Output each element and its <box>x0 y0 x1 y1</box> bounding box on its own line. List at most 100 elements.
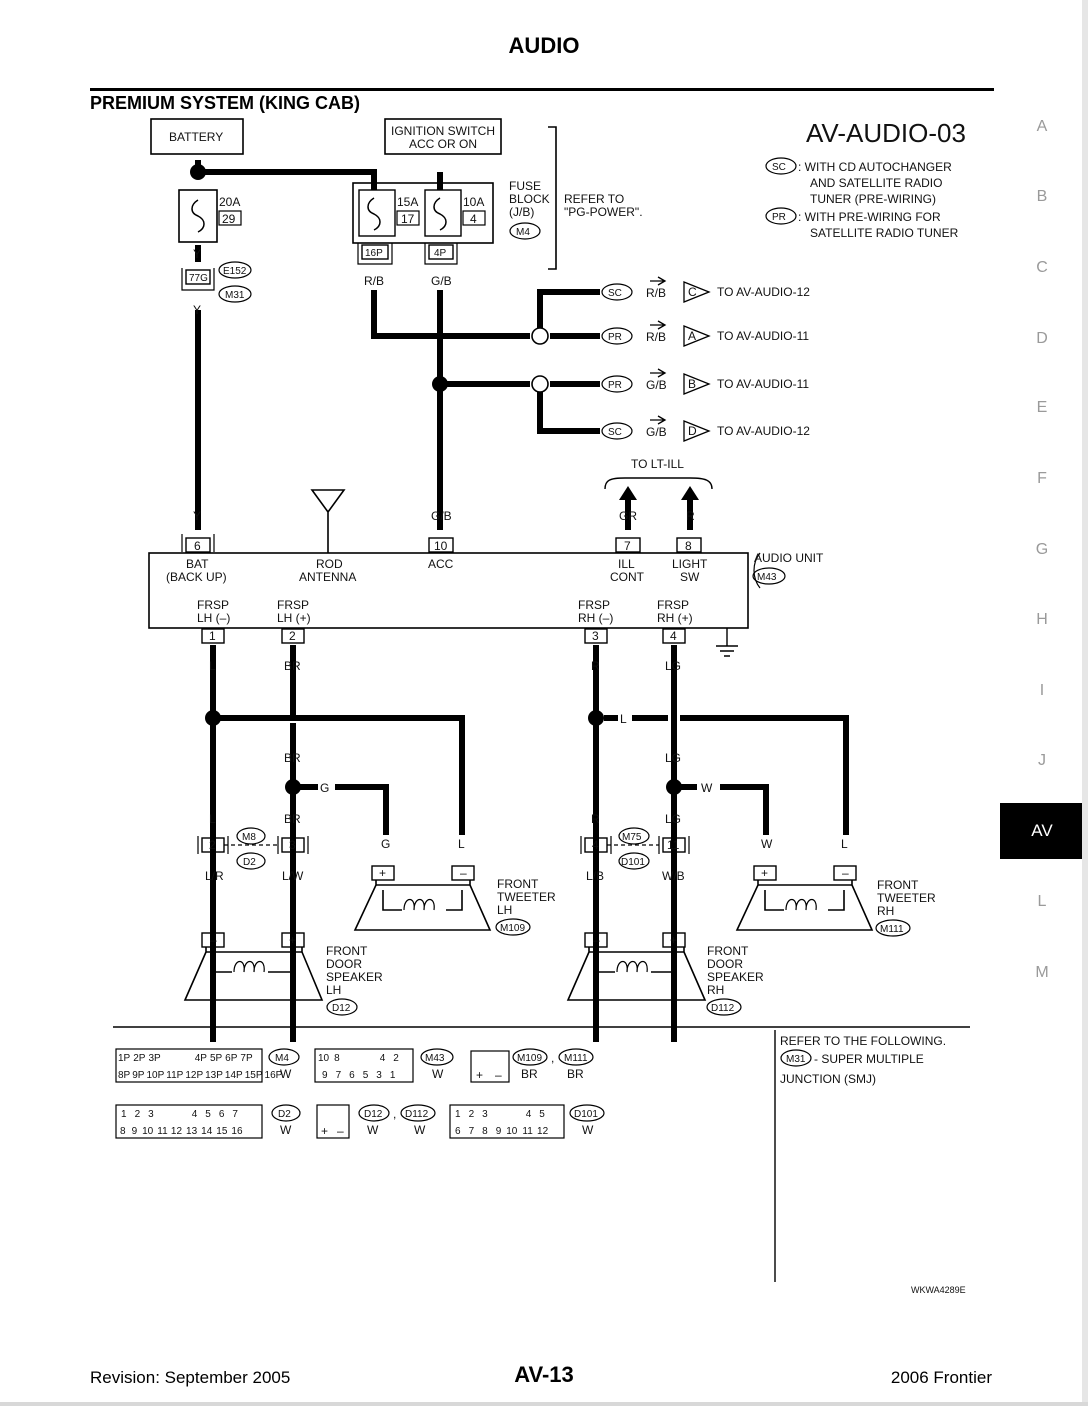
side-tab-i[interactable]: I <box>1039 682 1045 699</box>
wire-lg-tweeter-rh <box>680 715 849 835</box>
m109-plus: + <box>476 1068 483 1082</box>
page-edge-right <box>1082 0 1088 1406</box>
footer-revision: Revision: September 2005 <box>90 1368 291 1387</box>
ignition-line1: IGNITION SWITCH <box>391 124 495 138</box>
legend-pr-tag: PR <box>772 212 786 223</box>
antenna-icon <box>310 489 346 553</box>
pin-2-l1: FRSP <box>277 598 309 612</box>
dest-b-letter: B <box>688 377 696 391</box>
tlh-minus: – <box>460 866 467 880</box>
speaker-lh-l2: DOOR <box>326 957 362 971</box>
battery-box <box>150 118 244 155</box>
fuse-15a-symbol <box>367 197 381 231</box>
lbl-w-1: W <box>701 781 713 795</box>
legend-pr-line2: SATELLITE RADIO TUNER <box>810 226 959 240</box>
dest-a-text[interactable]: TO AV-AUDIO-11 <box>717 329 809 343</box>
wire-label-r: R <box>686 509 695 523</box>
pin-1-num: 1 <box>209 629 216 643</box>
lbl-br-3: BR <box>284 812 301 826</box>
side-tab-b[interactable]: B <box>1036 188 1048 205</box>
slh-minus: – <box>210 933 217 947</box>
wiring-diagram: AV-AUDIO-03 SC : WITH CD AUTOCHANGER AND… <box>113 118 970 1295</box>
tweeter-lh-l2: TWEETER <box>497 890 556 904</box>
tweeter-rh-conn: M111 <box>880 924 904 935</box>
diagram-code: AV-AUDIO-03 <box>806 118 966 148</box>
fuse-10a-num: 4 <box>470 212 477 226</box>
side-tab-c[interactable]: C <box>1036 259 1048 276</box>
dest-b-text[interactable]: TO AV-AUDIO-11 <box>717 377 809 391</box>
header-rule <box>90 88 994 91</box>
lbl-l-1: L <box>209 659 216 673</box>
pin-light-l1: LIGHT <box>672 557 708 571</box>
side-tab-h[interactable]: H <box>1036 611 1048 628</box>
tweeter-lh-l1: FRONT <box>497 877 539 891</box>
lower-wire-labels: L BR R LG BR LG L G W L BR R LG G L W L … <box>205 659 848 883</box>
m111-color: BR <box>567 1067 584 1081</box>
pin-4-num: 4 <box>670 629 677 643</box>
audio-unit-bracket <box>753 552 761 589</box>
side-tab-av[interactable]: AV <box>1000 803 1084 859</box>
wire-label-y2: Y <box>193 303 201 317</box>
m109-face-tag: M109 <box>517 1053 542 1064</box>
dest-d-letter: D <box>688 424 697 438</box>
side-tab-e[interactable]: E <box>1036 399 1048 416</box>
d101-tag: D101 <box>621 857 645 868</box>
dest-d-text[interactable]: TO AV-AUDIO-12 <box>717 424 810 438</box>
side-tab-g[interactable]: G <box>1035 541 1049 558</box>
speaker-rh-l2: DOOR <box>707 957 743 971</box>
tweeter-lh-l3: LH <box>497 903 512 917</box>
lbl-g-1: G <box>320 781 329 795</box>
side-tab-f[interactable]: F <box>1037 470 1047 487</box>
m4-face-color: W <box>280 1067 292 1081</box>
wire-label-gb-b: G/B <box>646 378 667 392</box>
dest-c-text[interactable]: TO AV-AUDIO-12 <box>717 285 810 299</box>
wire-label-y1: Y <box>193 247 201 261</box>
lbl-l-3: L <box>458 837 465 851</box>
legend: SC : WITH CD AUTOCHANGER AND SATELLITE R… <box>765 157 959 240</box>
d2-face-tag: D2 <box>278 1109 291 1120</box>
battery-label: BATTERY <box>169 130 223 144</box>
refer-line2: "PG-POWER". <box>564 205 643 219</box>
lbl-lg-3: LG <box>665 812 681 826</box>
tag-pr-1: PR <box>608 332 622 343</box>
side-tab-j[interactable]: J <box>1038 752 1046 769</box>
lbl-r-1: R <box>591 659 600 673</box>
speaker-rh-conn: D112 <box>711 1003 735 1014</box>
pin-2-num: 2 <box>289 629 296 643</box>
m8-tag: M8 <box>242 832 256 843</box>
pin-ill-l2: CONT <box>610 570 645 584</box>
dest-connectors <box>650 276 711 442</box>
wire-label-gb2: G/B <box>431 509 452 523</box>
pin-ill-num: 7 <box>624 539 631 553</box>
up-arrow-icon <box>619 486 699 500</box>
e152-tag: E152 <box>223 266 247 277</box>
side-tab-m[interactable]: M <box>1035 964 1049 981</box>
to-lt-ill-label[interactable]: TO LT-ILL <box>631 457 684 471</box>
m109-color: BR <box>521 1067 538 1081</box>
trh-minus: – <box>842 866 849 880</box>
srh-plus: + <box>670 933 677 947</box>
audio-unit-conn: M43 <box>757 572 777 583</box>
side-tab-a[interactable]: A <box>1036 118 1048 135</box>
fuse-15a-num: 17 <box>401 212 415 226</box>
side-tab-l[interactable]: L <box>1037 893 1047 910</box>
figure-id: WKWA4289E <box>911 1285 966 1295</box>
wire-label-gr: GR <box>619 509 637 523</box>
fuse-block-box <box>352 182 494 244</box>
audio-unit-label: AUDIO UNIT <box>754 551 824 565</box>
fuse-20a-num: 29 <box>222 212 236 226</box>
d2-tag: D2 <box>243 857 256 868</box>
m109-sep: , <box>551 1051 554 1065</box>
side-tab-d[interactable]: D <box>1036 330 1048 347</box>
pin-bat-num: 6 <box>194 539 201 553</box>
d12-plus: + <box>321 1124 328 1138</box>
jc-pin-11: 11 <box>667 838 680 852</box>
lbl-lg-1: LG <box>665 659 681 673</box>
wire-label-gb-d: G/B <box>646 425 667 439</box>
d12-minus: – <box>337 1124 344 1138</box>
